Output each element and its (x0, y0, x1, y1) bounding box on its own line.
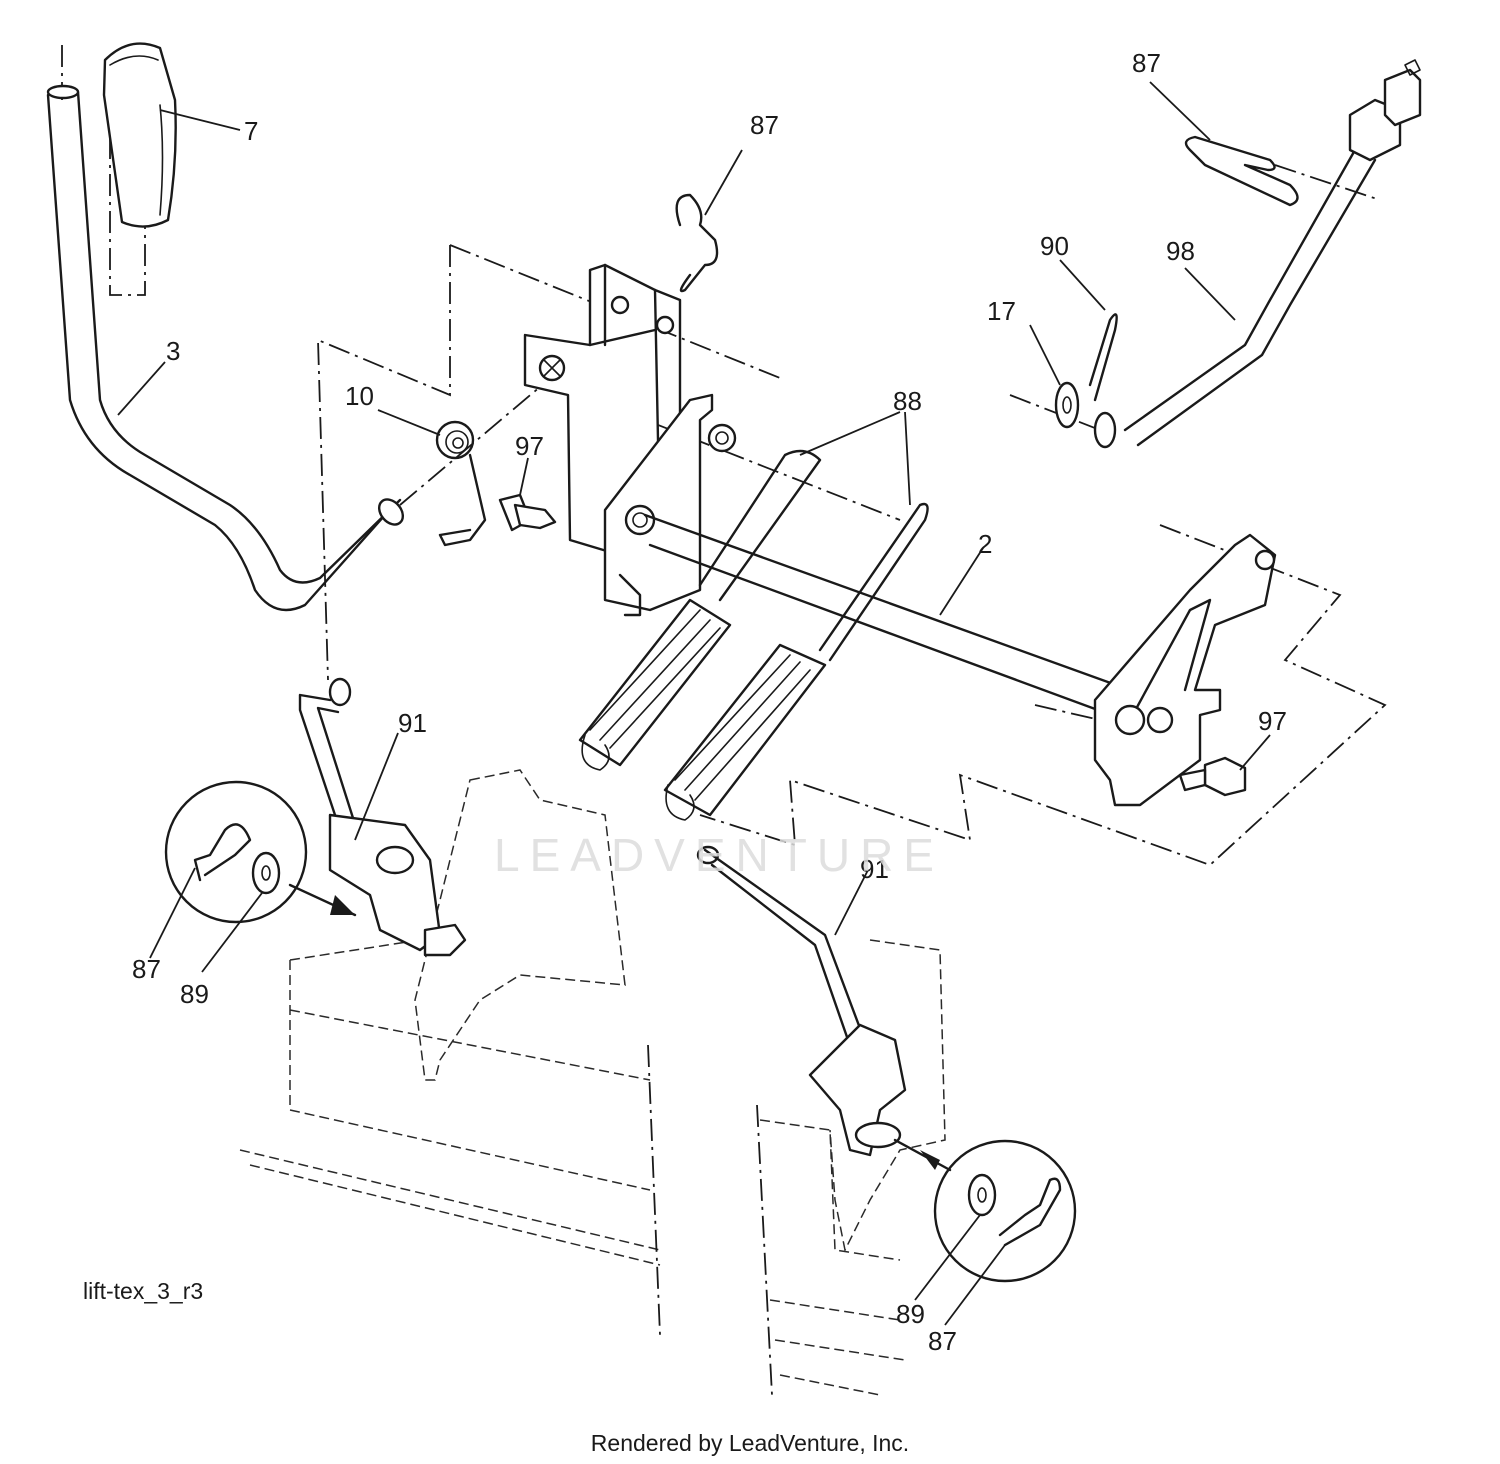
detail-callout-right (893, 1138, 1077, 1283)
torsion-spring (435, 420, 487, 547)
diagram-code-label: lift-tex_3_r3 (83, 1278, 204, 1304)
callout-3: 3 (166, 336, 180, 366)
link-rod-right (696, 845, 907, 1157)
callout-87-top-right: 87 (1132, 48, 1161, 78)
lift-link-rod (1093, 59, 1422, 449)
callout-97-right: 97 (1258, 706, 1287, 736)
callout-87-right-detail: 87 (928, 1326, 957, 1356)
callout-90: 90 (1040, 231, 1069, 261)
spring-left-coils (578, 598, 732, 771)
mower-deck-outline (239, 769, 946, 1396)
callout-7: 7 (244, 116, 258, 146)
callout-88: 88 (893, 386, 922, 416)
lift-springs (578, 449, 929, 821)
callout-91-left: 91 (398, 708, 427, 738)
spring-right-coils (663, 643, 827, 821)
callout-98: 98 (1166, 236, 1195, 266)
callout-87-left-detail: 87 (132, 954, 161, 984)
pivot-arm-right (1093, 533, 1277, 807)
callout-2: 2 (978, 529, 992, 559)
flange-bolt-right (1178, 756, 1247, 797)
hairpin-clip-top-center (675, 193, 719, 293)
callout-numbers: 7 87 87 3 10 97 88 90 98 17 2 97 91 91 8… (132, 48, 1287, 1356)
callout-91-right: 91 (860, 854, 889, 884)
lift-lever (46, 84, 405, 612)
watermark-text: LEADVENTURE (494, 829, 944, 881)
callout-89-right-detail: 89 (896, 1299, 925, 1329)
hairpin-clip-top-right (1184, 135, 1299, 207)
callout-87-top-center: 87 (750, 110, 779, 140)
washer-and-clip-top (1054, 313, 1118, 429)
callout-97-left: 97 (515, 431, 544, 461)
link-rod-left (298, 677, 467, 957)
render-credit: Rendered by LeadVenture, Inc. (590, 1430, 910, 1456)
callout-17: 17 (987, 296, 1016, 326)
detail-callout-left (164, 780, 357, 924)
lift-bracket (523, 263, 737, 617)
handle-grip (102, 42, 177, 228)
callout-leaders (117, 81, 1271, 1326)
callout-10: 10 (345, 381, 374, 411)
flange-bolt-left (498, 493, 557, 532)
callout-89-left-detail: 89 (180, 979, 209, 1009)
